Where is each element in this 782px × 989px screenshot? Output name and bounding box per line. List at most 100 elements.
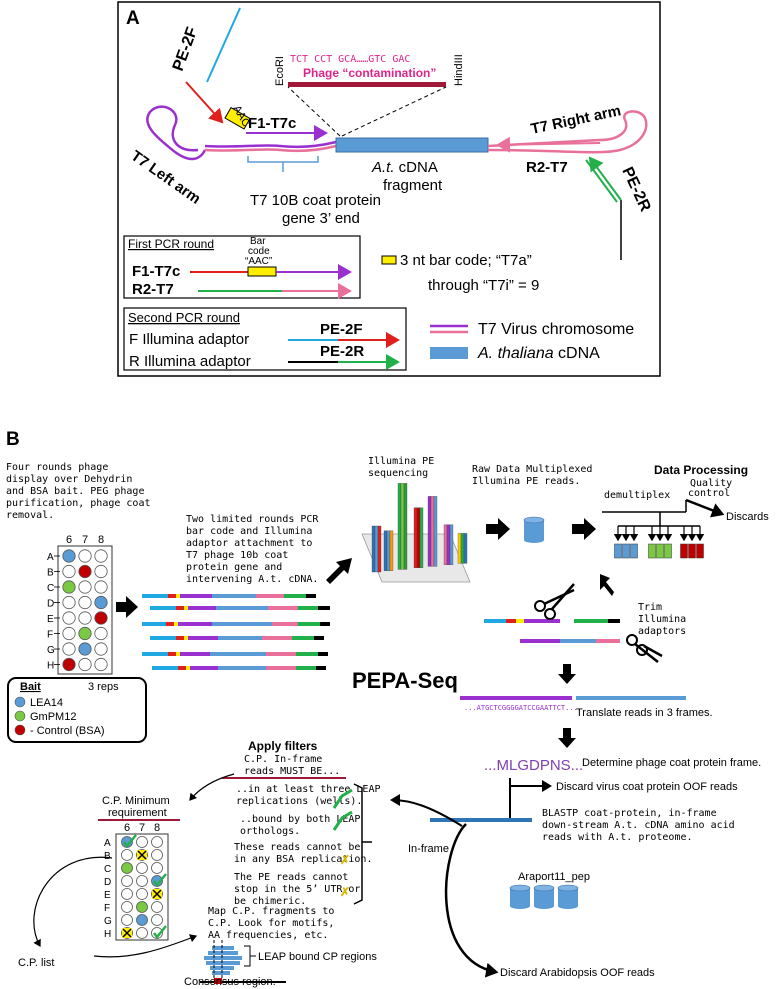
- read-segment: [212, 622, 272, 626]
- filter-item-5: These reads cannot be: [234, 842, 360, 853]
- well: [121, 875, 133, 887]
- read-segment: [272, 622, 298, 626]
- well: [62, 564, 76, 579]
- zoom-line-right: [341, 86, 447, 137]
- plate-col-6: 6: [66, 534, 72, 546]
- cp-regions-bracket: [244, 945, 256, 967]
- sample-tube: [656, 543, 664, 559]
- well: [62, 549, 76, 563]
- second-pcr-pe2r: PE-2R: [320, 343, 364, 360]
- illumina-line-1: Illumina PE: [368, 456, 434, 467]
- plate2-col-8: 8: [154, 822, 160, 834]
- read-segment: [176, 652, 180, 656]
- cp-region-bar: [212, 971, 230, 975]
- well: [78, 564, 92, 579]
- intro-line-4: purification, phage coat: [6, 498, 151, 509]
- read-segment: [178, 666, 186, 670]
- well: [151, 901, 163, 913]
- read-segment: [298, 606, 318, 610]
- well: [136, 888, 148, 900]
- check-icon-2: [332, 810, 353, 831]
- x-mark-icon-2: ✗: [340, 885, 350, 899]
- bait-legend-control-dot: [14, 724, 26, 736]
- plate2-row-label: E: [104, 890, 111, 901]
- well: [78, 595, 92, 610]
- blastp-line-1: BLASTP coat-protein, in-frame: [542, 808, 717, 819]
- well: [78, 580, 92, 594]
- plate2-row-label: D: [104, 877, 111, 888]
- sequencer-bar: [433, 496, 438, 567]
- data-processing-title: Data Processing: [654, 463, 748, 477]
- raw-data-line-1: Raw Data Multiplexed: [472, 464, 592, 475]
- sample-tube: [648, 543, 656, 559]
- plate2-col-6: 6: [124, 822, 130, 834]
- read-segment: [306, 594, 316, 598]
- pe2r-green-line: [585, 159, 618, 203]
- well: [78, 626, 92, 641]
- block-arrow-raw: [486, 518, 510, 540]
- barcode-word-bar: Bar: [250, 236, 266, 247]
- well: [62, 595, 76, 610]
- filter-item-3: ..bound by both LEAP: [240, 814, 360, 825]
- cylinder-bottom: [534, 903, 554, 909]
- well: [121, 849, 133, 861]
- well: [62, 580, 76, 594]
- bait-legend-lea14: LEA14: [30, 697, 63, 709]
- filter-item-7: The PE reads cannot: [234, 872, 348, 883]
- read-segment: [218, 636, 262, 640]
- read-segment: [216, 606, 268, 610]
- blastp-line-3: reads with A.t. proteome.: [542, 832, 693, 843]
- pe2f-cyan-line: [206, 7, 241, 83]
- min-req-line-1: C.P. Minimum: [102, 795, 170, 807]
- discard-arabidopsis-curve: [444, 823, 499, 978]
- discard-arabidopsis-label: Discard Arabidopsis OOF reads: [500, 967, 655, 979]
- pcr-line-3: adaptor attachment to: [186, 538, 312, 549]
- intro-line-1: Four rounds phage: [6, 462, 108, 473]
- tree-tubes: [613, 526, 705, 559]
- well: [151, 836, 163, 848]
- pcr-line-6: intervening A.t. cDNA.: [186, 574, 318, 585]
- codon-sequence: TCT CCT GCA……GTC GAC: [290, 54, 410, 65]
- read-bars: [142, 594, 330, 670]
- read-segment: [212, 594, 256, 598]
- block-arrow-frame: [558, 728, 576, 748]
- plate-row-label: B: [47, 568, 54, 579]
- read-segment: [188, 606, 216, 610]
- pcr-line-5: protein gene and: [186, 562, 282, 573]
- cylinder-body: [534, 888, 554, 906]
- sequencer-bar: [416, 507, 421, 568]
- read-segment: [256, 594, 284, 598]
- well: [121, 901, 133, 913]
- read-segment: [152, 666, 178, 670]
- discards-label: Discards: [726, 511, 769, 523]
- well: [136, 875, 148, 887]
- read-segment: [292, 636, 314, 640]
- check-icon: [123, 834, 137, 848]
- block-arrow-sequencer: [326, 558, 352, 584]
- cylinder-top: [509, 884, 531, 892]
- barcode-legend-line2: through “T7i” = 9: [428, 277, 539, 294]
- tree-discard-arrow: [685, 498, 725, 518]
- cp-list-label: C.P. list: [18, 957, 54, 969]
- plate-to-cplist-arrow: [33, 856, 113, 948]
- well: [62, 642, 76, 656]
- barcode-word-aac: “AAC”: [245, 256, 272, 267]
- cp-region-bar: [212, 946, 234, 950]
- read-segment: [180, 652, 210, 656]
- sequencer-bars: [371, 483, 468, 573]
- cylinder-top: [523, 516, 545, 524]
- read-segment: [318, 606, 330, 610]
- well: [78, 657, 92, 672]
- legend-virus-label: T7 Virus chromosome: [478, 321, 634, 338]
- scissors-icon: [534, 583, 575, 620]
- cylinder-top: [533, 884, 555, 892]
- filters-sub-1: C.P. In-frame: [244, 754, 322, 765]
- panel-b-letter: B: [6, 429, 20, 450]
- hindiii-label: HindIII: [453, 54, 465, 86]
- panel-a-frame: [117, 1, 661, 377]
- f1t7c-label: F1-T7c: [248, 115, 296, 132]
- well: [94, 564, 108, 579]
- pcr-line-2: bar code and Illumina: [186, 526, 312, 537]
- sample-tube: [622, 543, 630, 559]
